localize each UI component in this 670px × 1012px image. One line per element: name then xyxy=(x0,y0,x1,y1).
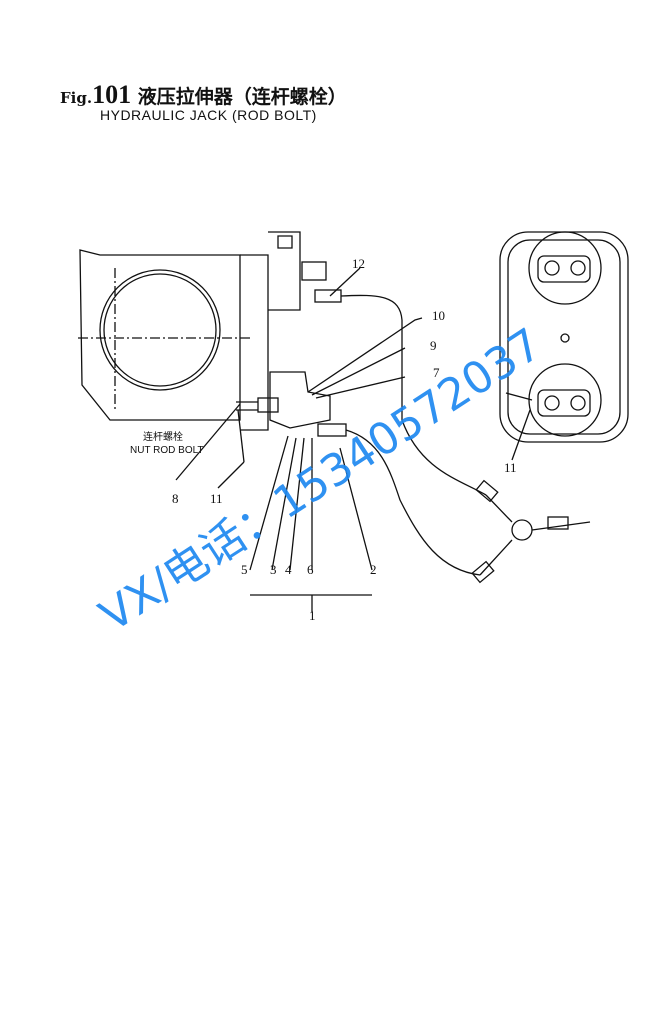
lower-jack xyxy=(269,371,331,429)
hose-lower xyxy=(345,429,481,576)
part-label-7: 7 xyxy=(433,365,440,380)
part-label-2: 2 xyxy=(370,562,377,577)
upper-nut xyxy=(301,261,327,281)
manifold-block xyxy=(511,519,533,541)
part-label-6: 6 xyxy=(307,562,314,577)
part-label-8: 8 xyxy=(172,491,179,506)
figure-title-en: HYDRAULIC JACK (ROD BOLT) xyxy=(100,107,317,123)
fig-prefix: Fig. xyxy=(60,89,93,107)
bearing-circle-outer xyxy=(99,269,221,391)
part-labels: 12 10 9 7 8 11 5 3 4 6 2 1 11 连杆螺栓 NUT R… xyxy=(130,256,517,623)
rod-shank xyxy=(240,254,269,431)
part-label-11-right: 11 xyxy=(504,460,517,475)
part-label-10: 10 xyxy=(432,308,445,323)
upper-flange xyxy=(277,235,293,249)
upper-coupler xyxy=(314,289,342,303)
bearing-circle-inner xyxy=(103,273,217,387)
callout-zh: 连杆螺栓 xyxy=(143,430,183,443)
part-label-1: 1 xyxy=(309,608,316,623)
rod-housing-outline xyxy=(79,249,241,421)
title-chinese: 液压拉伸器（连杆螺栓） xyxy=(137,86,347,108)
part-label-11-left: 11 xyxy=(210,491,223,506)
fig-number: 101 xyxy=(92,80,132,109)
hose-upper xyxy=(340,294,487,496)
part-label-5: 5 xyxy=(241,562,248,577)
upper-jack xyxy=(268,231,301,311)
figure-title-zh: Fig.101 液压拉伸器（连杆螺栓） xyxy=(60,80,347,110)
lower-nut xyxy=(257,397,279,413)
callout-en: NUT ROD BOLT xyxy=(130,445,204,456)
part-label-9: 9 xyxy=(430,338,437,353)
part-label-12: 12 xyxy=(352,256,365,271)
part-label-3: 3 xyxy=(270,562,277,577)
part-label-4: 4 xyxy=(285,562,292,577)
